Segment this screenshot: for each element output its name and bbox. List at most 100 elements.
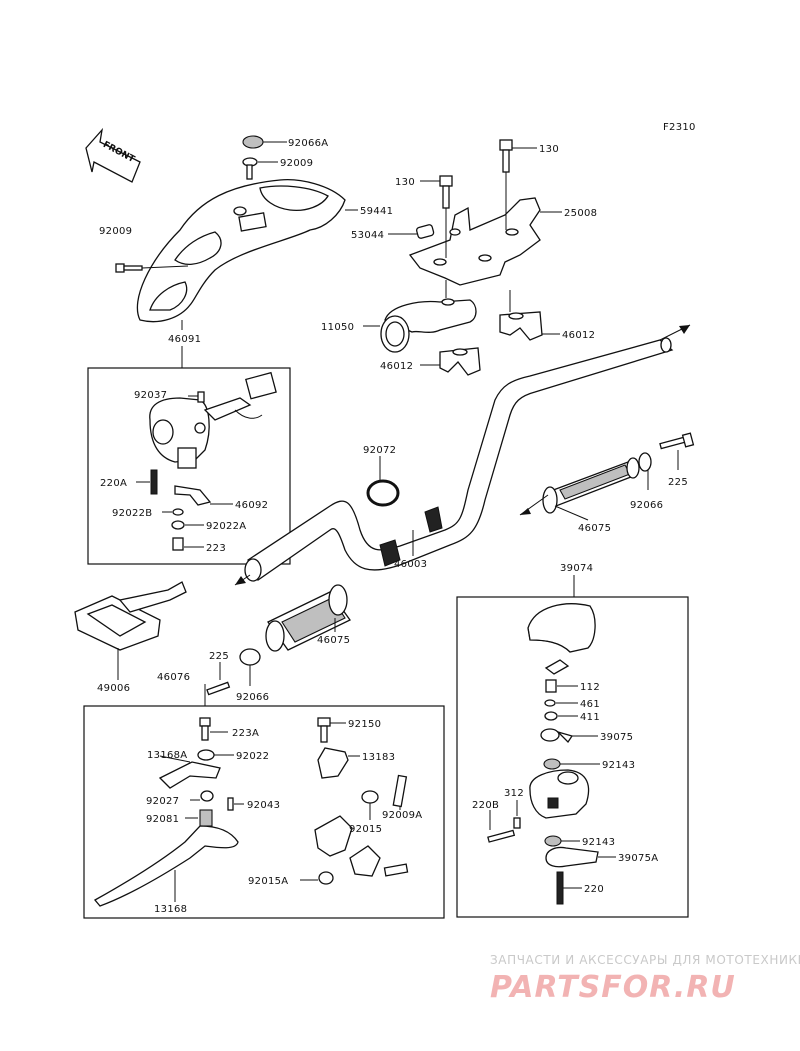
label-92143-bottom: 92143 [582, 837, 615, 848]
bracket-25008 [408, 197, 541, 286]
label-312: 312 [504, 788, 524, 799]
screw-92009A [392, 774, 408, 810]
grip-46075-left [265, 584, 351, 652]
handlebar-46003 [244, 337, 674, 582]
label-11050: 11050 [321, 322, 354, 333]
hand-guard-49006 [74, 581, 187, 680]
label-13183: 13183 [362, 752, 395, 763]
label-13168: 13168 [154, 904, 187, 915]
label-92072: 92072 [363, 445, 396, 456]
o-ring-92143-top [543, 758, 600, 770]
label-92081: 92081 [146, 814, 179, 825]
label-39075A: 39075A [618, 853, 658, 864]
label-92043: 92043 [247, 800, 280, 811]
washer-92022B [162, 508, 184, 516]
label-46012-left: 46012 [380, 361, 413, 372]
watermark-tagline: ЗАПЧАСТИ И АКСЕССУАРЫ ДЛЯ МОТОТЕХНИКИ [490, 953, 800, 967]
grip-46075-right [519, 457, 640, 521]
screw-92009-left [115, 263, 189, 273]
screw-223A [199, 717, 228, 741]
pin-92027 [190, 790, 214, 802]
label-92066-left: 92066 [236, 692, 269, 703]
bracket-13183 [317, 747, 360, 779]
label-92009-top: 92009 [280, 158, 313, 169]
label-46091: 46091 [168, 334, 201, 345]
screw-220B [487, 810, 516, 843]
label-92066A: 92066A [288, 138, 328, 149]
label-46092: 46092 [235, 500, 268, 511]
clamp-92072 [366, 456, 400, 507]
bolt-130-top [499, 139, 537, 230]
holder-46012-right [499, 290, 560, 341]
nut-92015A [300, 871, 334, 885]
label-92009A: 92009A [382, 810, 422, 821]
arm-39075A [545, 846, 616, 868]
front-arrow-icon: FRONT [85, 127, 141, 183]
label-25008: 25008 [564, 208, 597, 219]
nut-223 [172, 537, 204, 551]
label-92022: 92022 [236, 751, 269, 762]
lever-39075 [540, 728, 598, 744]
label-130-left: 130 [395, 177, 415, 188]
pin-92043 [227, 797, 244, 811]
label-39074: 39074 [560, 563, 593, 574]
clamp-92015 [361, 790, 379, 820]
label-46012-right: 46012 [562, 330, 595, 341]
bolt-130-left [420, 175, 453, 258]
label-220A: 220A [100, 478, 127, 489]
o-ring-92143-bottom [544, 835, 580, 847]
throttle-cover [527, 603, 596, 653]
label-223: 223 [206, 543, 226, 554]
screw-112 [545, 679, 578, 693]
lever-group-box [83, 705, 445, 919]
label-92015: 92015 [349, 824, 382, 835]
damper-53044 [388, 224, 435, 239]
label-411: 411 [580, 712, 600, 723]
lever-46092 [174, 485, 233, 506]
bolt-92150 [317, 717, 346, 743]
label-39075: 39075 [600, 732, 633, 743]
label-92037: 92037 [134, 390, 167, 401]
label-223A: 223A [232, 728, 259, 739]
label-46003: 46003 [394, 559, 427, 570]
screw-225-left [206, 662, 231, 696]
label-220: 220 [584, 884, 604, 895]
cap-92066-left [239, 648, 261, 686]
throttle-housing [529, 769, 590, 819]
label-53044: 53044 [351, 230, 384, 241]
spring-92081 [185, 809, 213, 827]
screw-92009-top [242, 157, 278, 180]
screw-312 [513, 800, 521, 829]
label-59441: 59441 [360, 206, 393, 217]
label-225-left: 225 [209, 651, 229, 662]
washer-461 [544, 699, 578, 707]
holder-46012-left [420, 347, 481, 376]
label-92015A: 92015A [248, 876, 288, 887]
label-225-right: 225 [668, 477, 688, 488]
label-130-top: 130 [539, 144, 559, 155]
washer-411 [544, 711, 578, 721]
holder-11050 [363, 280, 477, 353]
screw-220A [136, 469, 158, 495]
throttle-group-box [456, 596, 689, 918]
figure-code: F2310 [663, 122, 696, 133]
switch-housing [149, 371, 277, 469]
plate-small [544, 659, 570, 675]
label-13168A: 13168A [147, 750, 187, 761]
bracket-13168A [158, 755, 221, 789]
label-92022A: 92022A [206, 521, 246, 532]
label-46075-left: 46075 [317, 635, 350, 646]
lever-13168 [93, 825, 239, 907]
label-92009-left: 92009 [99, 226, 132, 237]
label-92027: 92027 [146, 796, 179, 807]
label-92066-right: 92066 [630, 500, 663, 511]
handlebar-cover [136, 179, 346, 323]
switch-group-box [87, 367, 291, 565]
screw-225-right [659, 432, 695, 470]
washer-92022A [171, 520, 204, 530]
label-220B: 220B [472, 800, 499, 811]
mirror-clamp [314, 815, 409, 877]
label-49006: 49006 [97, 683, 130, 694]
label-46075-right: 46075 [578, 523, 611, 534]
